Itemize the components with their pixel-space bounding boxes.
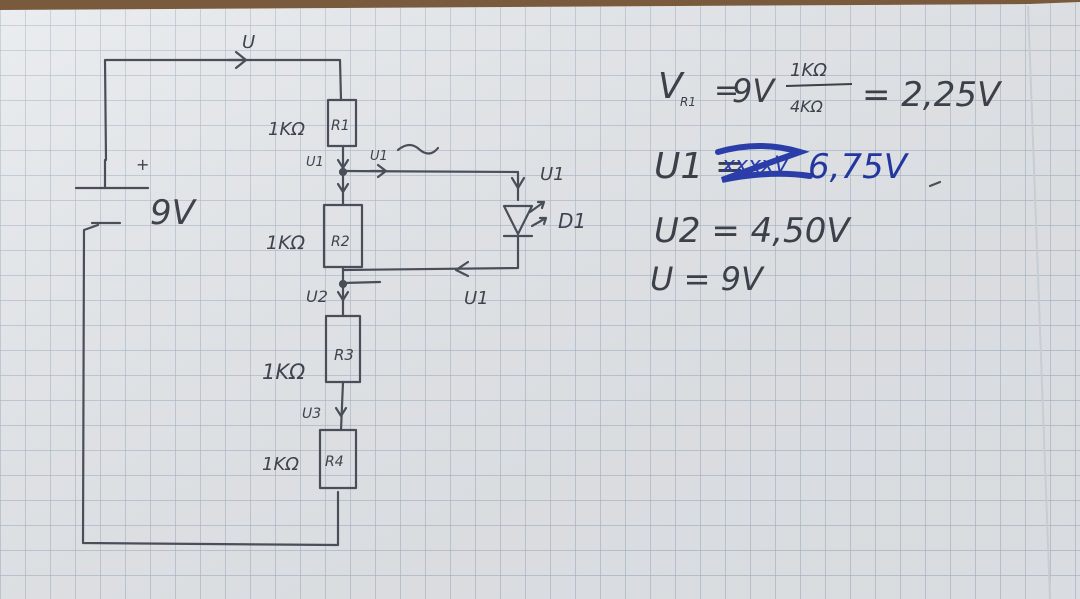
eq1-source: 9V — [732, 72, 776, 110]
circuit-wiring — [74, 50, 942, 547]
eq1-numerator: 1KΩ — [790, 60, 827, 81]
current-arrow — [226, 50, 248, 70]
branch-label-bottom: U1 — [464, 288, 489, 309]
circuit-labels: U + 9V 1KΩ R1 1KΩ R2 1KΩ R3 1KΩ R4 U1 U2… — [136, 32, 586, 475]
resistor-r4-body — [318, 428, 358, 490]
battery-voltage: 9V — [150, 193, 198, 233]
eq4: U = 9V — [650, 260, 765, 298]
calculations: V R1 = 9V 1KΩ 4KΩ = 2,25V U1 = xxxxV 6,7… — [650, 60, 1003, 298]
eq1-lhs: V — [658, 66, 685, 107]
branch-label-top: U1 — [370, 149, 388, 164]
node-label-u2: U2 — [306, 287, 328, 306]
r2-name: R2 — [331, 234, 350, 250]
r4-name: R4 — [325, 454, 344, 470]
diode-name: D1 — [558, 209, 586, 233]
eq3: U2 = 4,50V — [654, 211, 852, 251]
eq1-eq: = — [714, 73, 739, 108]
r3-value: 1KΩ — [262, 360, 305, 384]
eq1-result: = 2,25V — [862, 75, 1003, 115]
node-label-u1: U1 — [306, 155, 324, 170]
eq2-result: 6,75V — [808, 147, 910, 187]
branch-label-led: U1 — [540, 164, 565, 185]
eq1-lhs-sub: R1 — [680, 95, 696, 109]
r2-value: 1KΩ — [266, 232, 306, 254]
led-branch-top — [341, 169, 520, 202]
current-label: U — [242, 32, 255, 53]
bottom-wire — [81, 223, 340, 547]
eq1-fraction-bar — [785, 83, 853, 87]
top-wire — [103, 58, 343, 162]
r1-value: 1KΩ — [268, 119, 305, 140]
node-label-u3: U3 — [302, 406, 321, 422]
r3-name: R3 — [334, 346, 354, 364]
eq1-denominator: 4KΩ — [790, 97, 824, 116]
r4-value: 1KΩ — [262, 454, 299, 475]
r1-name: R1 — [331, 118, 350, 134]
eq2-scribble — [715, 143, 813, 183]
led-branch-bottom — [341, 234, 520, 272]
paper-edge — [1027, 5, 1051, 599]
battery-plus-sign: + — [136, 155, 149, 174]
led-triangle — [502, 204, 534, 236]
